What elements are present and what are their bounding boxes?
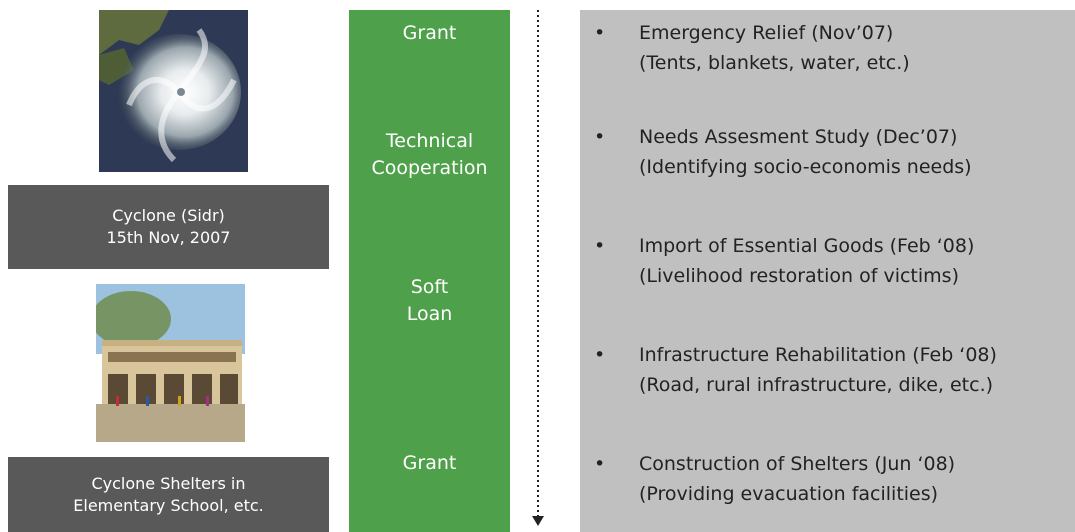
- activity-detail: (Tents, blankets, water, etc.): [639, 52, 910, 74]
- activity-title: Construction of Shelters (Jun ‘08): [639, 453, 956, 475]
- school-caption-line2: Elementary School, etc.: [73, 495, 264, 515]
- cyclone-caption-box: Cyclone (Sidr) 15th Nov, 2007: [8, 185, 329, 269]
- bullet: •: [594, 344, 606, 366]
- school-shelter-photo: [96, 284, 245, 442]
- activity-item: • Infrastructure Rehabilitation (Feb ‘08…: [580, 340, 1075, 400]
- activity-detail: (Identifying socio-economis needs): [639, 156, 972, 178]
- assistance-type-line2: Loan: [406, 303, 453, 325]
- assistance-type-grant-2: Grant: [349, 450, 510, 477]
- activities-panel: • Emergency Relief (Nov’07) (Tents, blan…: [580, 10, 1075, 532]
- assistance-type-soft-loan: Soft Loan: [349, 274, 510, 328]
- school-caption-box: Cyclone Shelters in Elementary School, e…: [8, 457, 329, 532]
- bullet: •: [594, 22, 606, 44]
- assistance-type-technical-cooperation: Technical Cooperation: [349, 128, 510, 182]
- activity-detail: (Livelihood restoration of victims): [639, 265, 959, 287]
- timeline-arrow: [532, 10, 544, 526]
- bullet: •: [594, 126, 606, 148]
- activity-detail: (Providing evacuation facilities): [639, 483, 939, 505]
- assistance-type-grant: Grant: [349, 20, 510, 47]
- activity-item: • Construction of Shelters (Jun ‘08) (Pr…: [580, 449, 1075, 509]
- assistance-type-line1: Grant: [402, 22, 457, 44]
- assistance-type-column: Grant Technical Cooperation Soft Loan Gr…: [349, 10, 510, 532]
- activity-detail: (Road, rural infrastructure, dike, etc.): [639, 374, 994, 396]
- cyclone-satellite-image: [99, 10, 248, 172]
- activity-item: • Import of Essential Goods (Feb ‘08) (L…: [580, 231, 1075, 291]
- activity-title: Emergency Relief (Nov’07): [639, 22, 894, 44]
- assistance-type-line1: Grant: [402, 452, 457, 474]
- assistance-type-line1: Soft: [410, 276, 449, 298]
- activity-item: • Needs Assesment Study (Dec’07) (Identi…: [580, 122, 1075, 182]
- activity-title: Infrastructure Rehabilitation (Feb ‘08): [639, 344, 997, 366]
- activity-title: Needs Assesment Study (Dec’07): [639, 126, 958, 148]
- bullet: •: [594, 235, 606, 257]
- activity-item: • Emergency Relief (Nov’07) (Tents, blan…: [580, 18, 1075, 78]
- assistance-type-line1: Technical: [385, 130, 474, 152]
- activity-title: Import of Essential Goods (Feb ‘08): [639, 235, 975, 257]
- cyclone-caption-line1: Cyclone (Sidr): [112, 206, 225, 225]
- assistance-type-line2: Cooperation: [371, 157, 488, 179]
- school-caption-line1: Cyclone Shelters in: [91, 473, 246, 493]
- cyclone-caption-line2: 15th Nov, 2007: [106, 228, 231, 247]
- bullet: •: [594, 453, 606, 475]
